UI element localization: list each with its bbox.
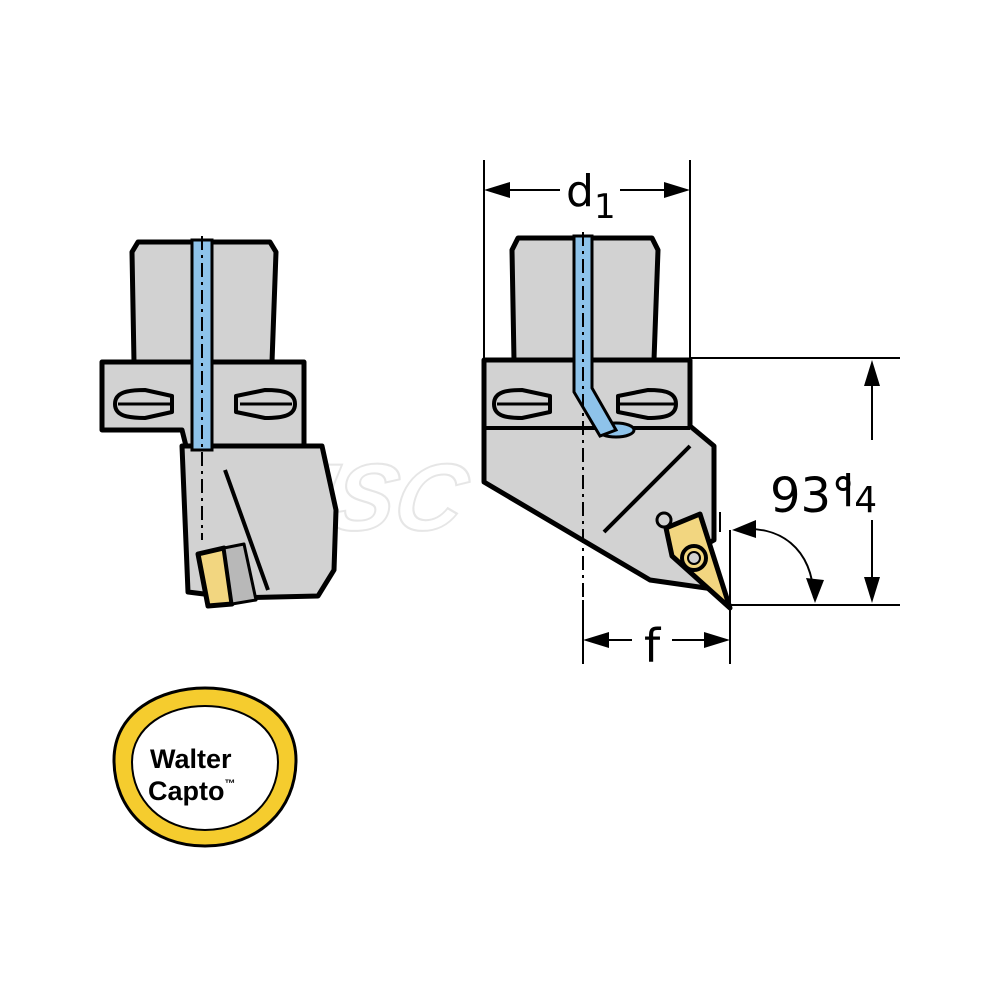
- side-view-clamp: [222, 542, 258, 606]
- top-view: [481, 235, 733, 611]
- logo-inner: [130, 704, 280, 832]
- side-view-coolant-channel: [190, 236, 214, 540]
- side-view: [99, 239, 339, 609]
- d1-label: d1: [566, 166, 616, 227]
- top-view-head-edge: [602, 444, 692, 534]
- top-view-clamp-pin: [655, 511, 673, 529]
- top-view-insert-screw-inner: [687, 551, 701, 565]
- f-label: f: [644, 619, 662, 673]
- walter-capto-logo: Walter Capto™: [112, 686, 298, 848]
- angle-label: 93°: [770, 468, 855, 524]
- logo-text-capto: Capto™: [148, 776, 236, 806]
- side-view-ramp: [223, 469, 270, 591]
- top-view-coolant-channel: [572, 232, 619, 660]
- l4-label: l4: [842, 466, 877, 521]
- logo-text-walter: Walter: [150, 744, 232, 774]
- dimension-arrowheads: [484, 182, 880, 648]
